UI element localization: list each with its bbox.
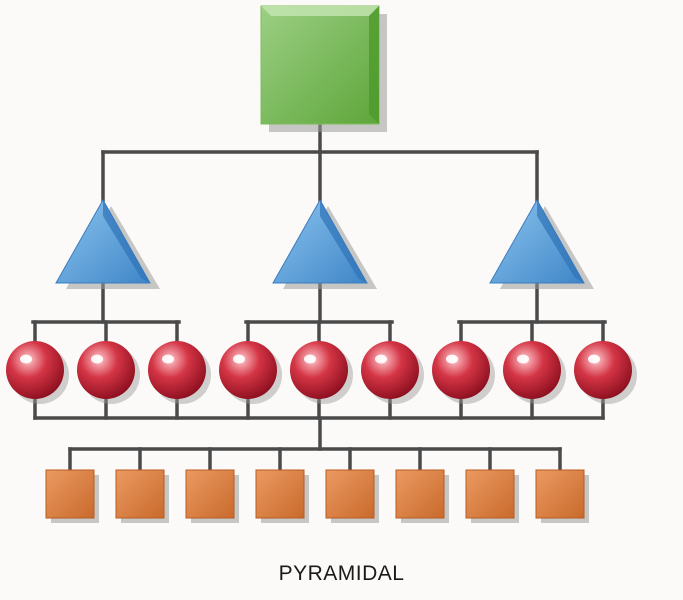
sphere [574,341,632,399]
bottom-square-node-8 [535,469,589,523]
bottom-square [325,469,375,519]
bottom-square [255,469,305,519]
bevel-shade [369,6,379,124]
connector-lines [31,122,607,472]
sphere-node-1 [6,341,69,404]
diagram-caption: PYRAMIDAL [278,562,405,585]
sphere-node-7 [432,341,495,404]
sphere-node-8 [503,341,566,404]
sphere-highlight [91,354,103,364]
triangle-node-3 [489,198,594,289]
bottom-square-node-3 [185,469,239,523]
triangle-node-2 [272,198,377,289]
diagram-nodes [6,5,637,523]
sphere-highlight [375,354,387,364]
sphere [503,341,561,399]
bottom-square-node-5 [325,469,379,523]
bottom-square [395,469,445,519]
bottom-square-node-7 [465,469,519,523]
sphere-node-2 [77,341,140,404]
sphere-highlight [162,354,174,364]
triangle-node-1 [55,198,160,289]
sphere-node-5 [290,341,353,404]
sphere [361,341,419,399]
bottom-square [465,469,515,519]
sphere-highlight [304,354,316,364]
bottom-square-node-1 [45,469,99,523]
bevel-shade [320,200,367,283]
sphere [219,341,277,399]
sphere-node-6 [361,341,424,404]
sphere [6,341,64,399]
sphere [148,341,206,399]
bottom-square [115,469,165,519]
bottom-square-node-2 [115,469,169,523]
sphere [432,341,490,399]
sphere-highlight [517,354,529,364]
sphere-highlight [588,354,600,364]
sphere [290,341,348,399]
bevel-shade [103,200,150,283]
top-square [260,5,380,125]
top-square-node [260,5,387,132]
sphere-highlight [20,354,32,364]
bottom-square [185,469,235,519]
bottom-square-node-4 [255,469,309,523]
sphere-node-3 [148,341,211,404]
sphere-highlight [446,354,458,364]
bevel-shade [537,200,584,283]
sphere [77,341,135,399]
bevel-highlight [261,6,379,16]
sphere-node-4 [219,341,282,404]
bottom-square-node-6 [395,469,449,523]
sphere-highlight [233,354,245,364]
bottom-square [535,469,585,519]
bottom-square [45,469,95,519]
sphere-node-9 [574,341,637,404]
